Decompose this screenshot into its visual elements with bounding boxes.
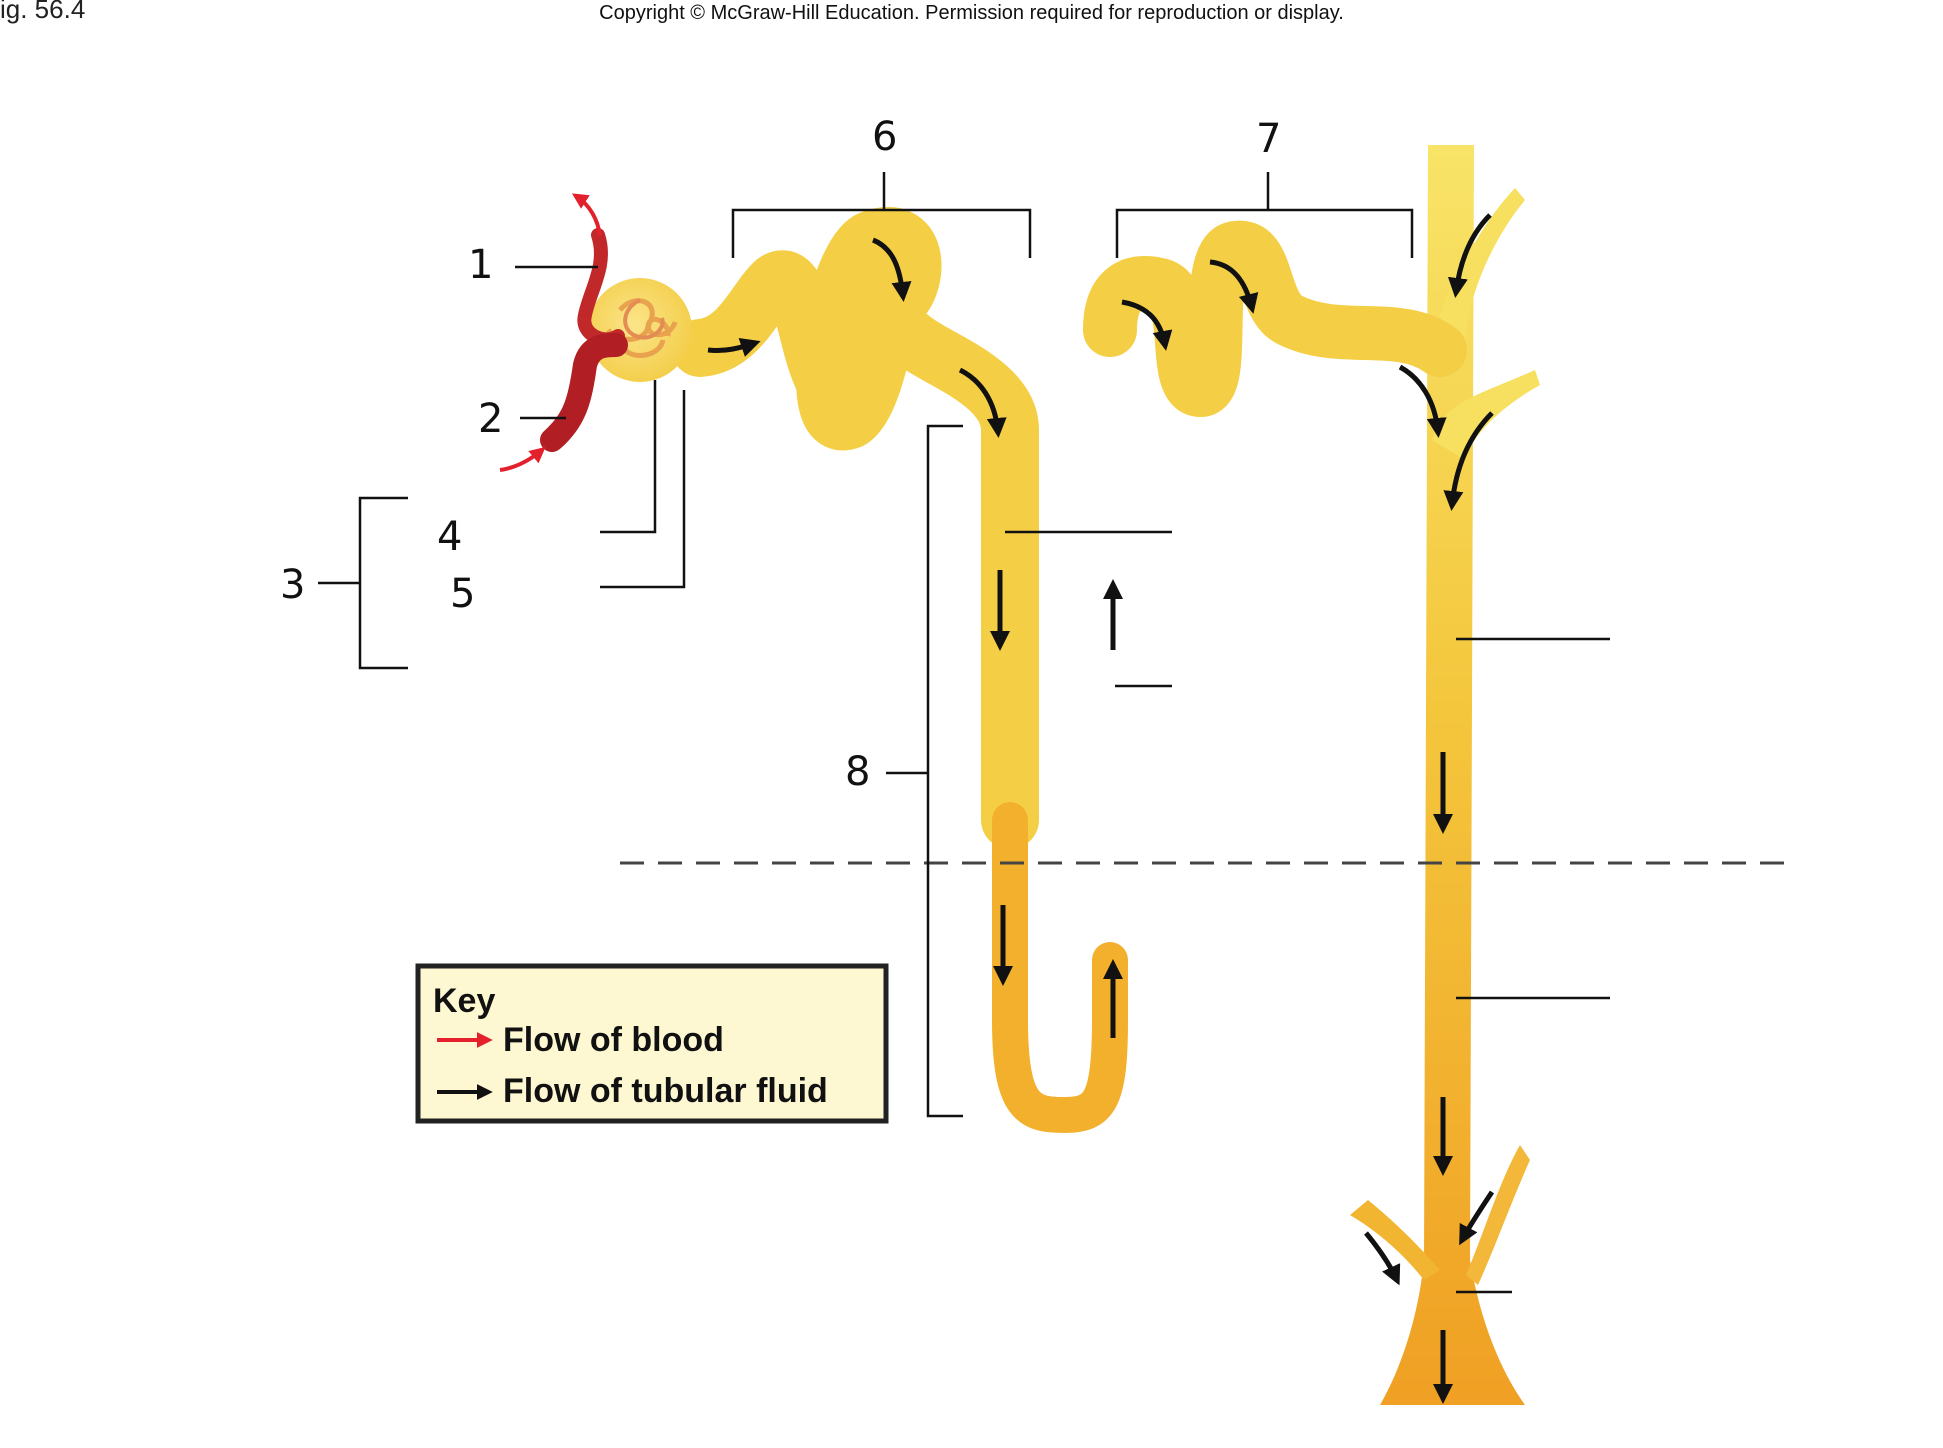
fluid-flow-arrow — [1447, 213, 1492, 298]
fluid-flow-arrow — [707, 337, 761, 357]
label-1: 1 — [468, 242, 493, 288]
leader-lines — [318, 172, 1610, 1294]
collecting-duct — [1350, 145, 1540, 1405]
fluid-flow-arrow — [1443, 411, 1494, 511]
proximal-convoluted-tubule — [671, 207, 1039, 849]
fluid-flow-arrow — [1209, 259, 1259, 314]
figure-number: ig. 56.4 — [0, 0, 86, 24]
label-7: 7 — [1256, 116, 1281, 162]
label-8: 8 — [845, 749, 870, 795]
fluid-flow-arrow — [1121, 299, 1173, 351]
blood-flow-arrow — [499, 446, 546, 472]
fluid-flow-arrow — [1459, 1190, 1495, 1246]
key-item-blood: Flow of blood — [503, 1021, 724, 1059]
label-6: 6 — [872, 114, 897, 160]
key-legend: Key Flow of blood Flow of tubular fluid — [415, 963, 889, 1124]
thin-descending-limb — [992, 802, 1128, 1134]
distal-convoluted-tubule — [1083, 220, 1467, 417]
fluid-flow-arrow — [958, 367, 1007, 438]
label-3: 3 — [280, 562, 305, 608]
label-4: 4 — [437, 514, 462, 560]
glomerular-capsule — [588, 278, 692, 382]
fluid-flow-arrows — [707, 213, 1495, 1404]
key-item-fluid: Flow of tubular fluid — [503, 1072, 828, 1110]
fluid-flow-arrow — [1398, 364, 1447, 438]
fluid-flow-arrow — [1364, 1231, 1401, 1286]
blood-flow-arrow — [571, 193, 602, 237]
label-2: 2 — [478, 396, 503, 442]
fluid-flow-arrow — [871, 237, 912, 302]
key-title: Key — [433, 982, 495, 1020]
afferent-arteriole — [540, 333, 628, 452]
label-5: 5 — [450, 571, 475, 617]
copyright-notice: Copyright © McGraw-Hill Education. Permi… — [599, 2, 1344, 24]
